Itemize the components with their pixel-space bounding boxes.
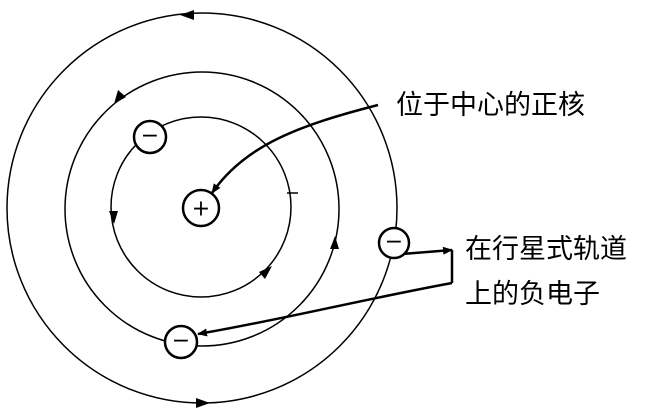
- electron-middle: −: [163, 324, 199, 360]
- electron-inner: −: [132, 119, 168, 155]
- inner-orbit: [110, 116, 292, 298]
- electrons-label-line2: 上的负电子: [465, 279, 600, 310]
- arrowhead-outer-bottom: [196, 398, 210, 408]
- minus-sign: −: [385, 230, 403, 255]
- plus-sign: +: [192, 197, 210, 222]
- minus-sign: −: [172, 329, 190, 354]
- arrowhead-middle-right: [330, 236, 339, 249]
- electron-outer: −: [377, 226, 411, 260]
- electron-pointer-arrow-middle: [197, 281, 453, 337]
- arrowhead-outer-top: [180, 10, 194, 20]
- nucleus-label: 位于中心的正核: [396, 90, 585, 121]
- minus-sign: −: [141, 124, 159, 149]
- arrowhead-middle-left: [114, 90, 126, 104]
- arrowhead-inner-left: [109, 211, 118, 224]
- middle-orbit: [64, 71, 340, 347]
- nucleus: +: [181, 188, 221, 228]
- arrowhead-inner-bottom: [259, 266, 272, 279]
- electrons-label-line1: 在行星式轨道: [465, 234, 627, 265]
- orbit-arrowheads: [109, 10, 339, 408]
- electron-pointer-arrow-outer: [401, 248, 453, 258]
- nucleus-pointer-arrow: [210, 103, 379, 194]
